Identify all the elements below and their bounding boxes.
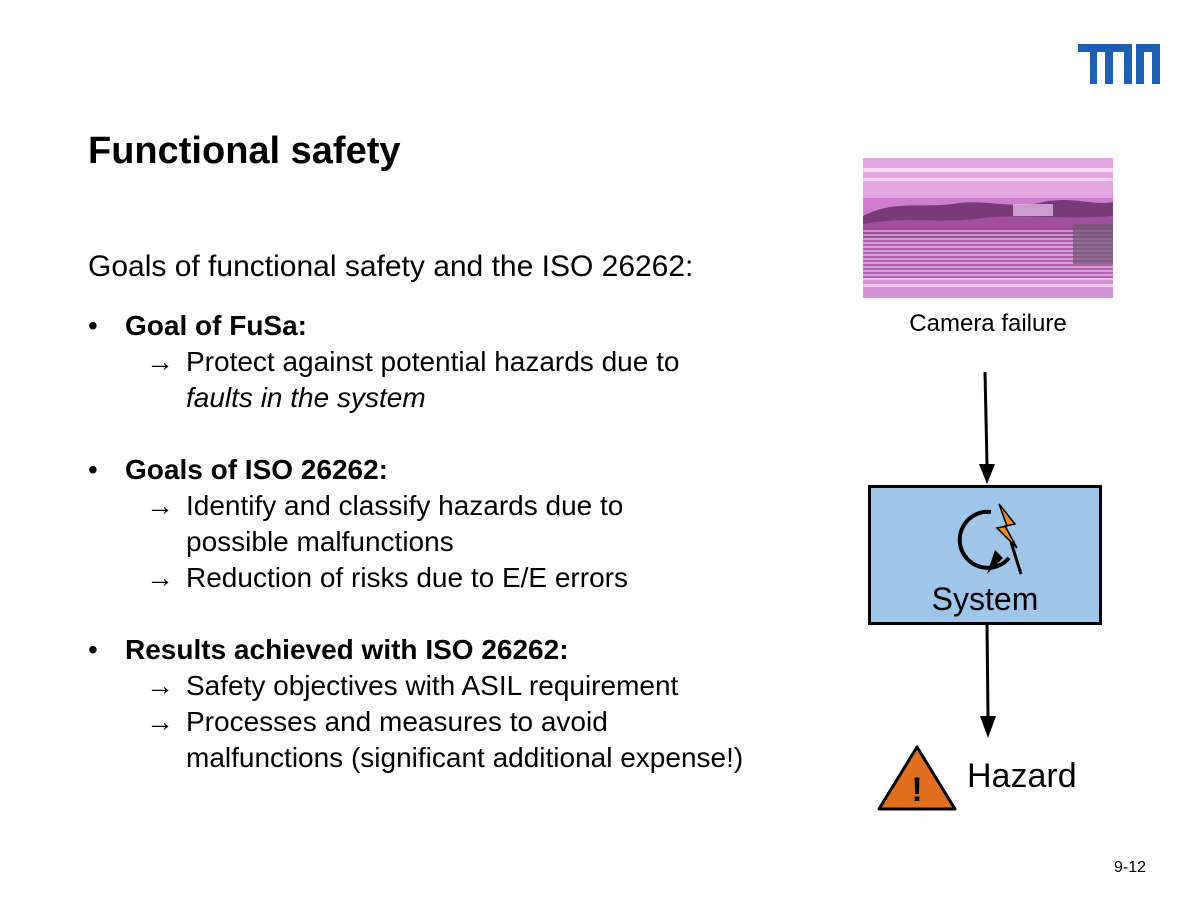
- page-number: 9-12: [1113, 859, 1146, 876]
- arrow-right-icon: →: [146, 562, 174, 593]
- sub-item: → Safety objectives with ASIL requiremen…: [146, 668, 848, 704]
- bullet-iso-results: • Results achieved with ISO 26262: → Saf…: [88, 632, 848, 776]
- sub-item-line: malfunctions (significant additional exp…: [186, 742, 744, 773]
- bullet-heading: Results achieved with ISO 26262:: [125, 634, 569, 665]
- bullet-dot: •: [88, 454, 98, 485]
- sub-item-line: Processes and measures to avoid: [186, 706, 608, 737]
- bullet-list: • Goal of FuSa: → Protect against potent…: [88, 308, 848, 812]
- flow-arrows: [979, 371, 996, 738]
- arrow-right-icon: →: [146, 670, 174, 701]
- sub-item-line: Protect against potential hazards due to: [186, 346, 680, 377]
- fault-cycle-icon: [957, 503, 1023, 575]
- sub-item: → Protect against potential hazards due …: [146, 344, 848, 416]
- bullet-iso-goals: • Goals of ISO 26262: → Identify and cla…: [88, 452, 848, 596]
- bullet-heading: Goals of ISO 26262:: [125, 454, 388, 485]
- bullet-dot: •: [88, 634, 98, 665]
- camera-failure-caption: Camera failure: [909, 310, 1067, 337]
- bullet-fusa-goal: • Goal of FuSa: → Protect against potent…: [88, 308, 848, 416]
- sub-item-line: Safety objectives with ASIL requirement: [186, 670, 679, 701]
- tum-logo: [1078, 44, 1160, 84]
- system-label: System: [931, 581, 1039, 617]
- camera-failure-image: [863, 158, 1113, 298]
- sub-item: → Reduction of risks due to E/E errors: [146, 560, 848, 596]
- hazard-label: Hazard: [967, 757, 1077, 795]
- sub-item-line: Reduction of risks due to E/E errors: [186, 562, 628, 593]
- sub-item: → Identify and classify hazards due to p…: [146, 488, 848, 560]
- arrow-right-icon: →: [146, 490, 174, 521]
- bullet-heading: Goal of FuSa:: [125, 310, 307, 341]
- sub-item-line: Identify and classify hazards due to: [186, 490, 624, 521]
- arrow-right-icon: →: [146, 346, 174, 377]
- bullet-dot: •: [88, 310, 98, 341]
- intro-text: Goals of functional safety and the ISO 2…: [88, 250, 694, 283]
- slide-title: Functional safety: [88, 130, 401, 172]
- warning-symbol: !: [911, 771, 922, 809]
- sub-item-line: faults in the system: [186, 382, 426, 413]
- sub-item: → Processes and measures to avoid malfun…: [146, 704, 848, 776]
- warning-triangle-icon: !: [877, 745, 957, 811]
- arrow-right-icon: →: [146, 706, 174, 737]
- system-box: System: [868, 485, 1102, 625]
- sub-item-line: possible malfunctions: [186, 526, 454, 557]
